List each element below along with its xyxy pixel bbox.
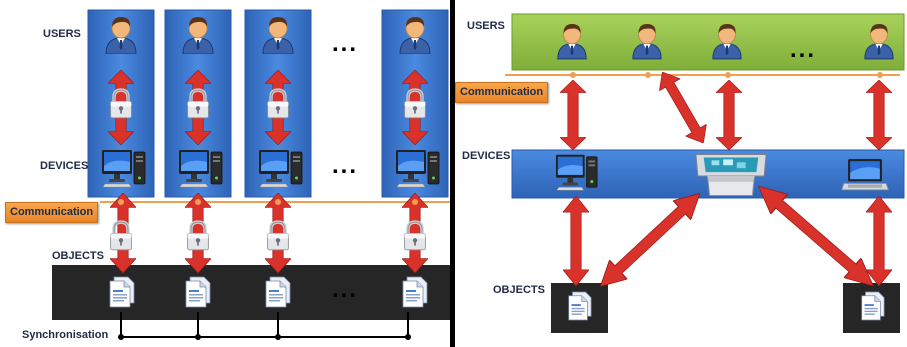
arrow-user4-laptop <box>866 80 892 150</box>
arrow-laptop-object2 <box>866 196 892 286</box>
arrow-pc-object1 <box>563 196 589 286</box>
right-communication-label: Communication <box>455 82 549 103</box>
left-devices-ellipsis: ... <box>332 152 359 179</box>
left-comm-dots <box>118 199 418 205</box>
synchronisation-lines <box>120 312 409 338</box>
left-users-ellipsis: ... <box>332 30 359 57</box>
panel-divider <box>450 0 455 347</box>
right-devices-label: DEVICES <box>462 150 511 162</box>
arrow-user2-table <box>652 66 714 150</box>
arrow-table-object1 <box>591 184 709 296</box>
left-objects-ellipsis: ... <box>332 276 359 303</box>
left-users-label: USERS <box>43 28 81 40</box>
left-objects-label: OBJECTS <box>52 250 104 262</box>
left-devices-label: DEVICES <box>40 160 89 172</box>
right-users-label: USERS <box>467 20 505 32</box>
right-objects-label: OBJECTS <box>493 284 545 296</box>
right-comm-dots <box>570 72 883 78</box>
synchronisation-nodes <box>118 334 411 340</box>
arrow-user3-table <box>716 80 742 150</box>
left-communication-label: Communication <box>5 202 99 223</box>
arrow-user1-pc <box>560 80 586 150</box>
right-laptop <box>841 158 889 191</box>
synchronisation-label: Synchronisation <box>22 329 109 341</box>
right-users-ellipsis: ... <box>790 36 817 63</box>
